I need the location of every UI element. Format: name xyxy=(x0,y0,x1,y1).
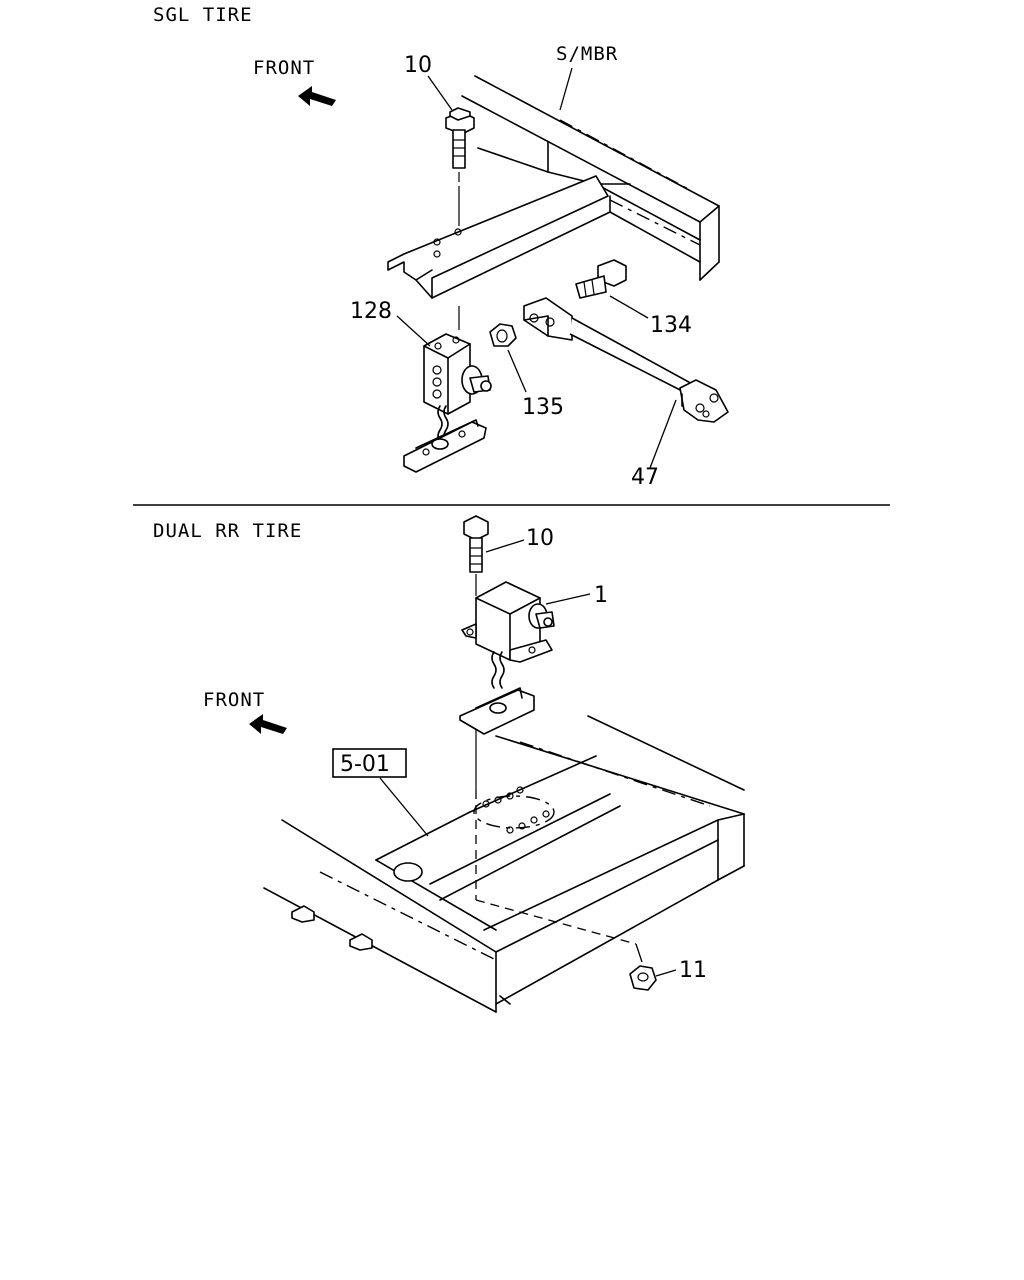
section-sgl-tire: SGL TIRE FRONT xyxy=(153,4,729,490)
bolt-10-bottom xyxy=(463,515,489,596)
frame-assembly xyxy=(263,715,745,1013)
ref-box-5-01: 5-01 xyxy=(332,748,407,778)
front-label-top: FRONT xyxy=(253,57,315,79)
callout-5-01: 5-01 xyxy=(340,752,390,777)
callout-11: 11 xyxy=(679,958,707,983)
nut-11 xyxy=(629,965,657,991)
front-arrow-icon-top xyxy=(298,86,336,106)
section-title-dual-rr-tire: DUAL RR TIRE xyxy=(153,520,302,542)
callout-134: 134 xyxy=(650,313,692,338)
callout-135: 135 xyxy=(522,395,564,420)
callout-10-bottom: 10 xyxy=(526,526,554,551)
section-dual-rr-tire: DUAL RR TIRE FRONT 10 xyxy=(153,515,745,1013)
callout-1: 1 xyxy=(594,583,608,608)
spare-tire-holder-1 xyxy=(459,581,555,790)
callout-10-top: 10 xyxy=(404,53,432,78)
bolt-134 xyxy=(575,259,627,299)
nut-135 xyxy=(489,323,517,347)
front-label-bottom: FRONT xyxy=(203,689,265,711)
front-arrow-icon-bottom xyxy=(249,714,287,734)
callout-47: 47 xyxy=(631,465,659,490)
callout-128: 128 xyxy=(350,299,392,324)
bracket-47 xyxy=(523,297,729,423)
spare-tire-holder-128 xyxy=(403,306,492,473)
section-title-sgl-tire: SGL TIRE xyxy=(153,4,253,26)
bolt-10-top xyxy=(445,107,475,226)
callout-s-mbr: S/MBR xyxy=(556,43,618,65)
side-member xyxy=(387,75,720,299)
